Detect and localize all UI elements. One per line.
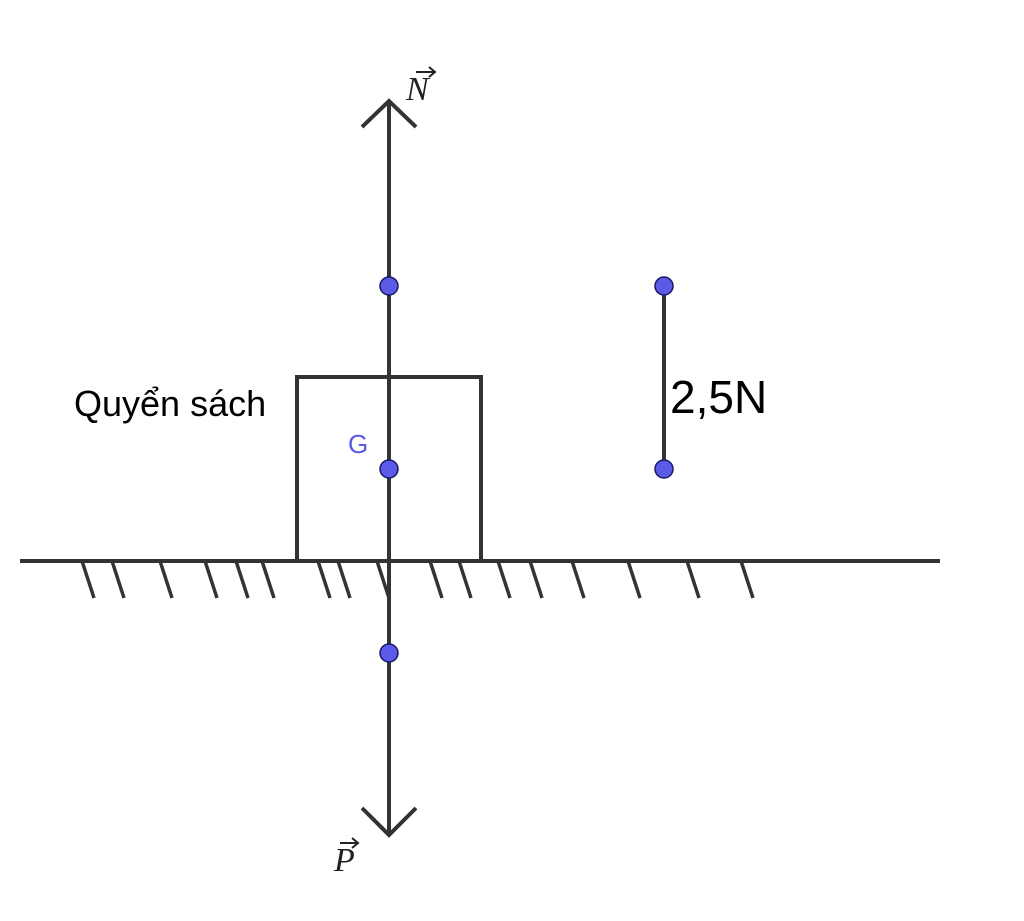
ground-hatching: [80, 560, 755, 599]
ground-hatch-mark: [626, 560, 642, 599]
ground-hatch-mark: [570, 560, 586, 599]
scale-top-point: [654, 276, 674, 296]
vector-arrow-icon: [340, 837, 360, 849]
normal-force-label: N: [405, 66, 437, 108]
scale-bottom-point: [654, 459, 674, 479]
weight-force-label-text: P: [333, 842, 355, 879]
center-of-gravity-label: G: [348, 429, 368, 459]
weight-force-label: P: [333, 837, 360, 879]
ground-hatch-mark: [234, 560, 250, 599]
ground-hatch-mark: [260, 560, 276, 599]
normal-force-tip-point: [379, 276, 399, 296]
ground-hatch-mark: [203, 560, 219, 599]
ground-hatch-mark: [457, 560, 473, 599]
vector-arrow-icon: [416, 66, 437, 78]
weight-force-arrowhead: [360, 806, 418, 838]
ground-hatch-mark: [110, 560, 126, 599]
ground-hatch-mark: [685, 560, 701, 599]
scale-label: 2,5N: [670, 371, 767, 423]
ground-hatch-mark: [739, 560, 755, 599]
weight-force-tip-point: [379, 643, 399, 663]
ground-hatch-mark: [158, 560, 174, 599]
ground-hatch-mark: [80, 560, 96, 599]
normal-force-arrowhead: [360, 98, 418, 129]
center-of-gravity-point: [379, 459, 399, 479]
ground-hatch-mark: [528, 560, 544, 599]
book-label: Quyển sách: [74, 383, 266, 424]
normal-force-label-text: N: [405, 71, 431, 108]
ground-hatch-mark: [496, 560, 512, 599]
ground-hatch-mark: [316, 560, 332, 599]
ground-hatch-mark: [428, 560, 444, 599]
ground-hatch-mark: [336, 560, 352, 599]
